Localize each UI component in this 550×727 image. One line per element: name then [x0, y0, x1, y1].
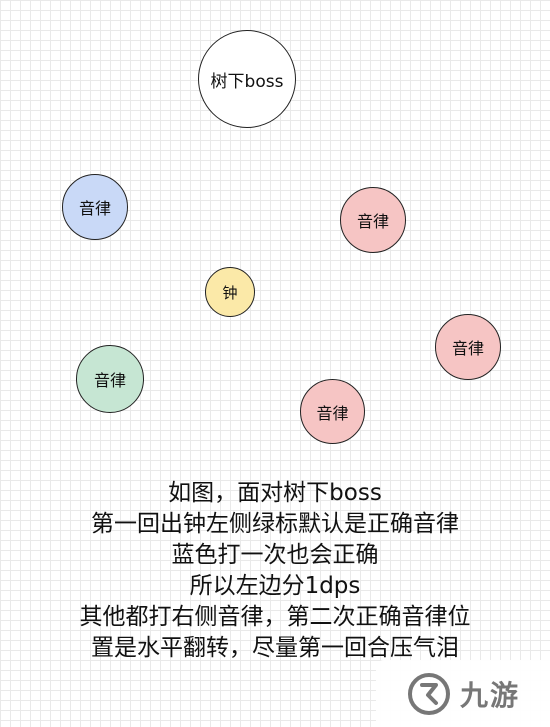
caption-line: 其他都打右侧音律，第二次正确音律位: [79, 604, 471, 630]
caption-line: 第一回出钟左侧绿标默认是正确音律: [91, 511, 459, 537]
red-melody-node-right: 音律: [435, 314, 501, 380]
caption-line: 如图，面对树下boss: [168, 480, 382, 506]
caption-line: 所以左边分1dps: [189, 573, 361, 599]
boss-node: 树下boss: [198, 30, 296, 128]
node-label: 音律: [356, 212, 389, 231]
node-label: 音律: [93, 371, 126, 390]
green-melody-node: 音律: [76, 345, 144, 413]
blue-melody-node: 音律: [62, 174, 128, 240]
watermark-text: 九游: [459, 678, 520, 712]
node-label: 音律: [78, 199, 111, 218]
node-label: 音律: [316, 403, 349, 423]
watermark: 九游: [376, 660, 550, 727]
bell-label: 钟: [222, 283, 238, 302]
boss-label: 树下boss: [210, 71, 284, 92]
red-melody-node-lower: 音律: [300, 379, 365, 444]
red-melody-node-upper: 音律: [340, 187, 406, 253]
bell-node: 钟: [205, 267, 255, 317]
jiuyou-logo-icon: [407, 672, 450, 715]
caption-line: 置是水平翻转，尽量第一回合压气泪: [91, 635, 459, 661]
caption-line: 蓝色打一次也会正确: [171, 542, 379, 568]
node-label: 音律: [451, 339, 484, 358]
caption-block: 如图，面对树下boss 第一回出钟左侧绿标默认是正确音律 蓝色打一次也会正确 所…: [0, 478, 550, 664]
